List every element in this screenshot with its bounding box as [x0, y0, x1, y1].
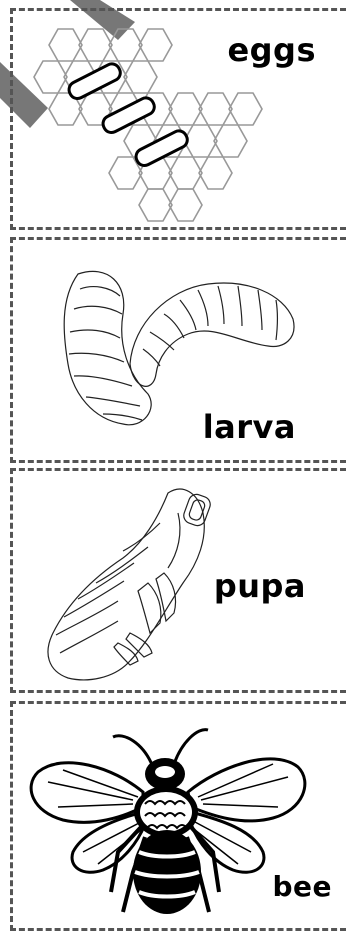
card-pupa: pupa — [10, 468, 346, 693]
stage-label-eggs: eggs — [227, 31, 316, 69]
card-bee: bee — [10, 701, 346, 931]
larva-illustration — [63, 270, 295, 426]
bee-illustration — [29, 728, 307, 914]
pupa-illustration — [47, 488, 211, 681]
stage-label-pupa: pupa — [213, 567, 306, 605]
honeycomb-eggs-illustration — [33, 28, 263, 222]
card-eggs: eggs — [10, 8, 346, 230]
stage-label-larva: larva — [202, 408, 296, 446]
stage-label-bee: bee — [272, 870, 332, 903]
card-larva: larva — [10, 237, 346, 463]
